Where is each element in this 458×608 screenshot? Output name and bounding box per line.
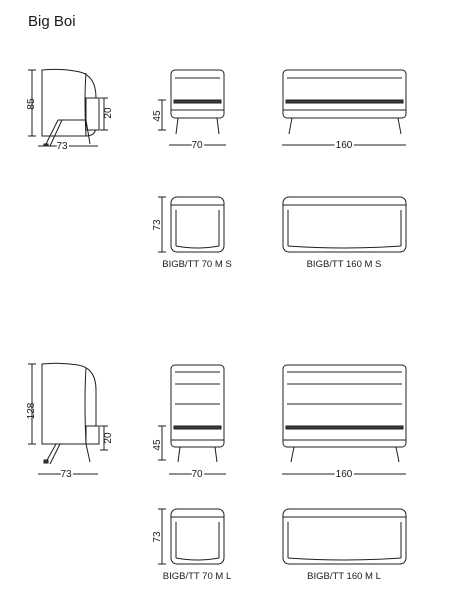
- dim-width-160: 160: [282, 138, 406, 153]
- dim-width-70: 70: [169, 138, 226, 153]
- plan-view-70: [170, 196, 225, 253]
- caption-160-ms: BIGB/TT 160 M S: [307, 259, 382, 270]
- plan-view-70-high: [170, 508, 225, 565]
- dim-label-height: 85: [26, 98, 37, 110]
- dim-label-plan-depth: 73: [152, 219, 163, 231]
- caption-70-ms: BIGB/TT 70 M S: [162, 259, 232, 270]
- dim-label-width-70: 70: [191, 140, 203, 151]
- plan-view-160-high: [282, 508, 407, 565]
- front-view-160-high: [282, 364, 407, 463]
- dim-label-front-seat-high: 45: [152, 439, 163, 451]
- dim-label-seat: 20: [103, 107, 114, 119]
- dim-side-width-high: 73: [38, 467, 98, 482]
- dim-label-width-high: 73: [60, 469, 72, 480]
- dim-plan-depth-70-high: 73: [152, 508, 166, 565]
- dim-label-front-seat: 45: [152, 110, 163, 122]
- caption-160-ml: BIGB/TT 160 M L: [307, 571, 381, 582]
- caption-70-ml: BIGB/TT 70 M L: [163, 571, 231, 582]
- front-view-160: [282, 69, 407, 135]
- dim-seat-height-high: 20: [100, 425, 114, 451]
- dim-front-seat-high: 45: [152, 425, 166, 461]
- dim-label-seat-high: 20: [103, 432, 114, 444]
- dim-label-height-high: 128: [26, 402, 37, 419]
- plan-view-160: [282, 196, 407, 253]
- dim-seat-height: 20: [100, 97, 114, 131]
- dim-plan-depth-70: 73: [152, 196, 166, 253]
- page-title: Big Boi: [28, 13, 76, 30]
- dim-front-seat: 45: [152, 99, 166, 131]
- dim-width-160-high: 160: [282, 467, 406, 482]
- dim-side-height-high: 128: [26, 363, 37, 445]
- side-view-high-back: [41, 362, 100, 465]
- dim-label-width-70-high: 70: [191, 469, 203, 480]
- front-view-70: [170, 69, 225, 135]
- dim-label-width-160-high: 160: [336, 469, 353, 480]
- dim-width-70-high: 70: [169, 467, 226, 482]
- front-view-70-high: [170, 364, 225, 463]
- dim-label-width-160: 160: [336, 140, 353, 151]
- dim-label-plan-depth-high: 73: [152, 531, 163, 543]
- dim-side-width: 73: [38, 139, 98, 154]
- side-view-low-back: [41, 68, 100, 147]
- dim-label-width: 73: [56, 141, 68, 152]
- dim-side-height: 85: [26, 69, 37, 137]
